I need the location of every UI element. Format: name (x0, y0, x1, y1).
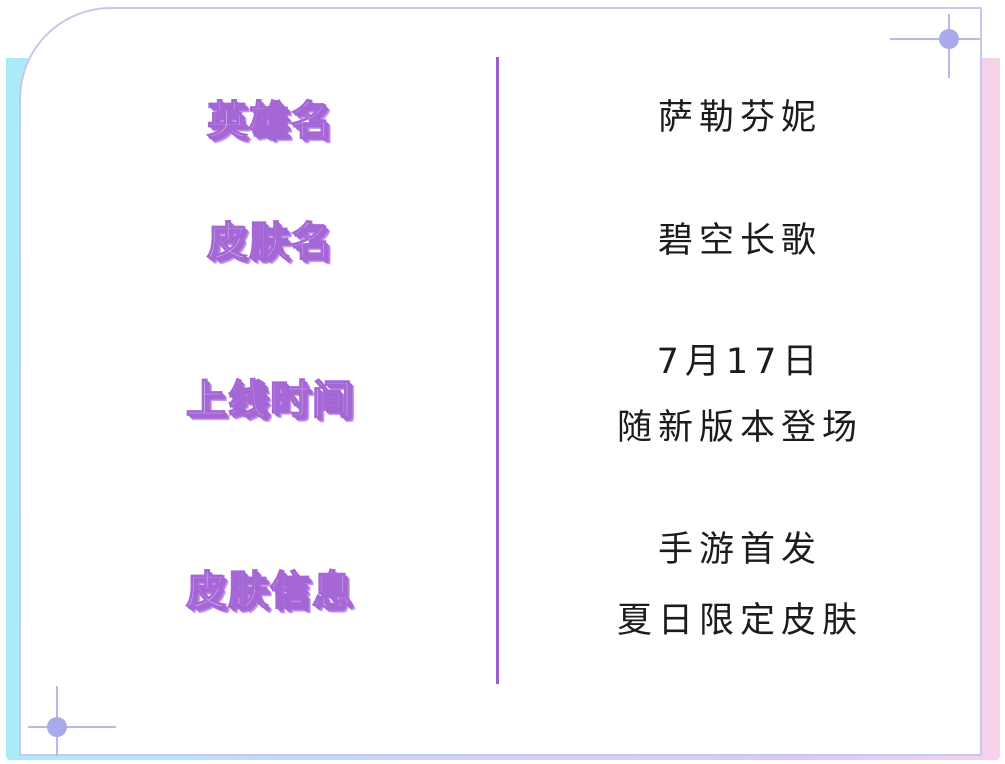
release-time-label: 上线时间 (185, 377, 354, 423)
skin-info-type-value: 夏日限定皮肤 (616, 601, 863, 641)
release-note-value: 随新版本登场 (616, 408, 863, 448)
skin-name-label: 皮肤名 (206, 219, 333, 265)
skin-info-platform-value: 手游首发 (657, 530, 822, 570)
column-divider (496, 57, 499, 684)
hero-name-value: 萨勒芬妮 (657, 98, 822, 138)
skin-info-label: 皮肤信息 (185, 568, 354, 614)
release-date-value: 7月17日 (656, 342, 824, 382)
hero-name-label: 英雄名 (206, 98, 333, 144)
skin-name-value: 碧空长歌 (657, 221, 822, 261)
sparkle-bottom-left-icon (28, 686, 118, 756)
sparkle-top-right-icon (890, 10, 980, 80)
info-card (19, 7, 982, 756)
